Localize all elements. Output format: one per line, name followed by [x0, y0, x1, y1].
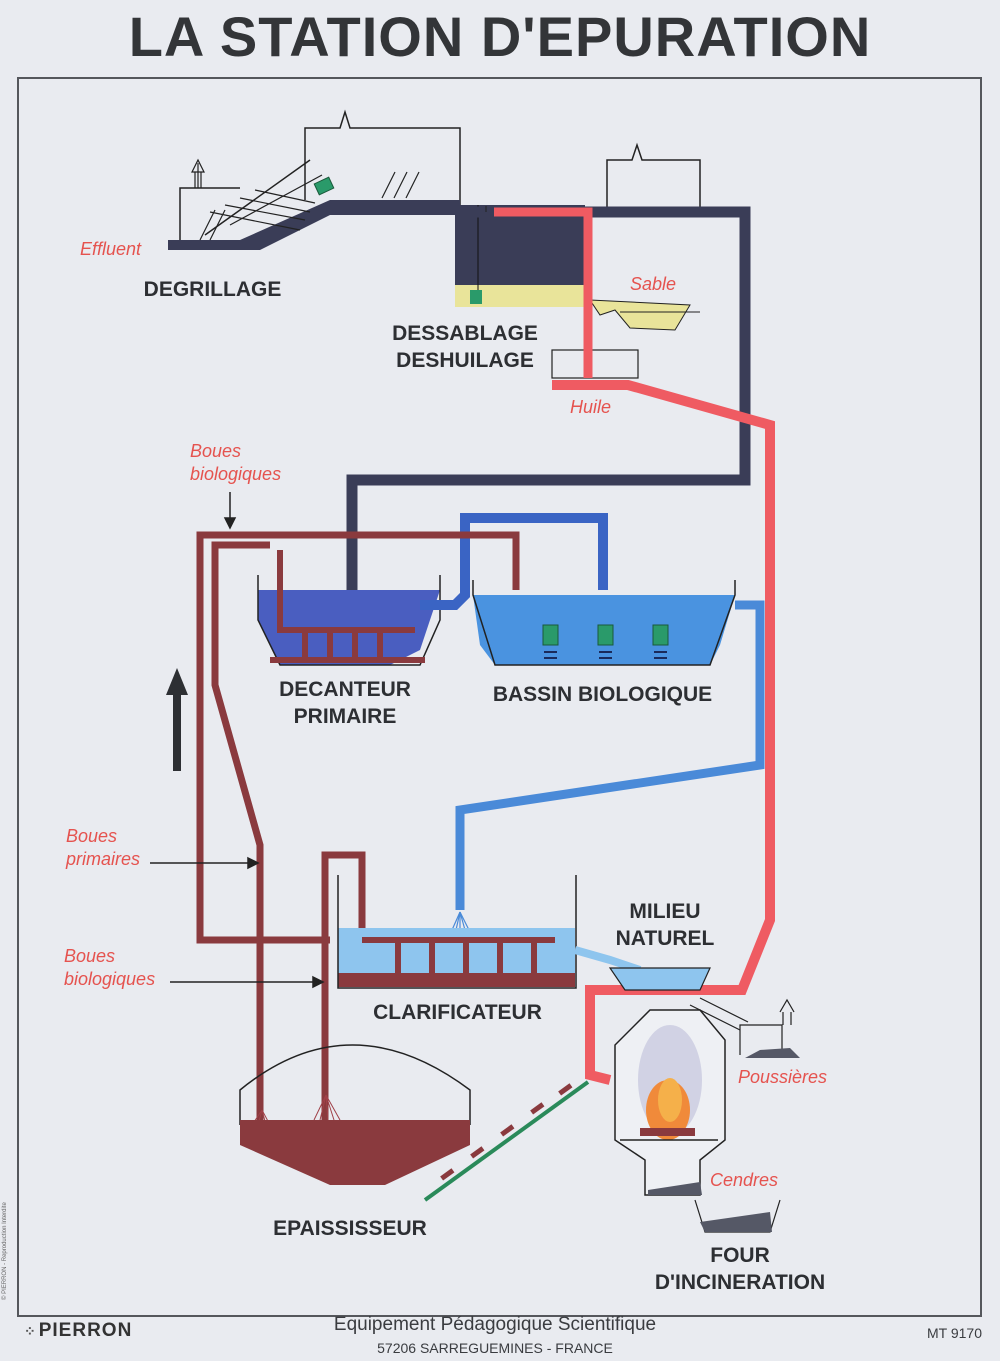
bassin-unit: [472, 580, 736, 666]
label-four: FOUR: [710, 1244, 770, 1267]
label-bassin-biologique: BASSIN BIOLOGIQUE: [492, 683, 713, 706]
label-dessablage: DESSABLAGE: [392, 322, 538, 345]
degrillage-unit: [168, 109, 461, 250]
epaississeur-unit: [239, 1044, 590, 1202]
sludge-pipes: [196, 531, 520, 1120]
annotation-boues-low-1: Boues: [64, 946, 116, 966]
annotation-boues-top-1: Boues: [190, 441, 242, 461]
pierron-logo: ⁘PIERRON: [24, 1320, 133, 1341]
annotation-poussieres: Poussières: [738, 1067, 828, 1087]
page-title: LA STATION D'EPURATION: [128, 5, 872, 68]
annotation-boues-primaires-2: primaires: [66, 849, 141, 869]
decanteur-unit: [257, 550, 441, 666]
label-clarificateur: CLARIFICATEUR: [373, 1001, 542, 1024]
annotation-boues-top-2: biologiques: [190, 464, 282, 484]
annotation-cendres: Cendres: [710, 1170, 779, 1190]
annotation-effluent: Effluent: [80, 239, 142, 259]
dessablage-unit: [346, 142, 775, 1085]
annotation-huile: Huile: [570, 397, 612, 417]
copyright-note: © PIERRON - Reproduction Interdite: [2, 1202, 8, 1300]
screen-motor-icon: [313, 176, 335, 196]
flow-direction-arrow: [166, 668, 188, 771]
label-deshuilage: DESHUILAGE: [396, 349, 534, 372]
label-milieu: MILIEU: [629, 900, 701, 923]
annotation-sable: Sable: [630, 274, 677, 294]
four-unit: [614, 997, 800, 1233]
diagram-frame: [17, 77, 982, 1317]
reference-number: MT 9170: [927, 1325, 982, 1341]
label-degrillage: DEGRILLAGE: [143, 278, 282, 301]
annotation-boues-low-2: biologiques: [64, 969, 156, 989]
label-naturel: NATUREL: [615, 927, 715, 950]
footer-line2: 57206 SARREGUEMINES - FRANCE: [377, 1340, 613, 1356]
annotation-boues-primaires-1: Boues: [66, 826, 118, 846]
footer-line1: Equipement Pédagogique Scientifique: [333, 1314, 657, 1335]
label-epaississeur: EPAISSISSEUR: [273, 1217, 427, 1240]
label-primaire: PRIMAIRE: [293, 705, 397, 728]
label-incineration: D'INCINERATION: [654, 1271, 826, 1294]
label-decanteur: DECANTEUR: [279, 678, 411, 701]
clarificateur-unit: [337, 875, 711, 991]
